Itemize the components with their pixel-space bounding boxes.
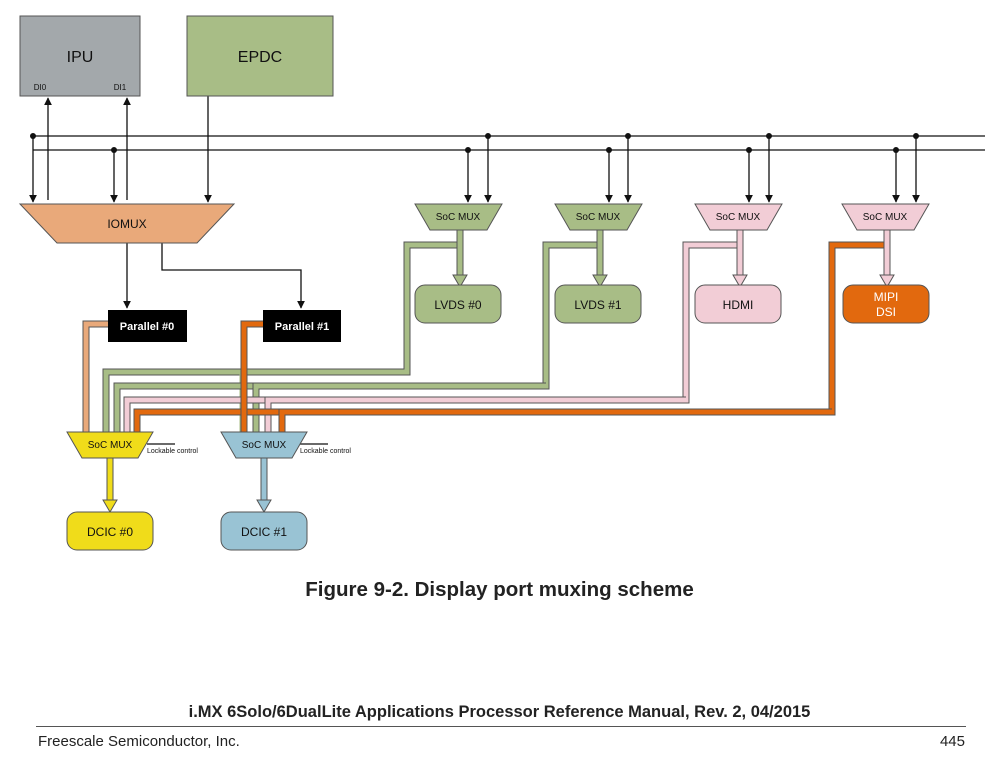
hdmi-label: HDMI xyxy=(723,298,754,312)
parallel0-block: Parallel #0 xyxy=(108,310,187,342)
soc-mux-lvds0-label: SoC MUX xyxy=(436,212,481,223)
colored-buses xyxy=(82,230,891,505)
lvds0-label: LVDS #0 xyxy=(434,298,481,312)
display-muxing-diagram: IPU DI0 DI1 EPDC IOMUX SoC MUX SoC MUX S… xyxy=(18,15,985,551)
soc-mux-dcic0-label: SoC MUX xyxy=(88,440,133,451)
hdmi-bus xyxy=(123,230,744,432)
company-name: Freescale Semiconductor, Inc. xyxy=(38,733,240,750)
hdmi-block: HDMI xyxy=(694,284,782,324)
iomux-label: IOMUX xyxy=(107,217,146,231)
iomux-block: IOMUX xyxy=(18,203,236,244)
lockable-control-0-label: Lockable control xyxy=(147,448,198,455)
page-number: 445 xyxy=(939,733,965,750)
dcic0-label: DCIC #0 xyxy=(87,525,133,539)
footer-divider xyxy=(36,726,966,727)
colored-arrowheads xyxy=(102,274,895,513)
dcic0-block: DCIC #0 xyxy=(66,511,154,551)
soc-mux-dcic1: SoC MUX xyxy=(220,431,308,459)
dcic1-block: DCIC #1 xyxy=(220,511,308,551)
dcic1-label: DCIC #1 xyxy=(241,525,287,539)
soc-mux-lvds0: SoC MUX xyxy=(414,203,503,231)
soc-mux-mipi-label: SoC MUX xyxy=(863,212,908,223)
parallel1-bus xyxy=(240,320,263,432)
parallel1-block: Parallel #1 xyxy=(263,310,341,342)
lvds0-block: LVDS #0 xyxy=(414,284,502,324)
epdc-block: EPDC xyxy=(186,15,334,97)
soc-mux-mipi: SoC MUX xyxy=(841,203,930,231)
soc-mux-dcic0: SoC MUX xyxy=(66,431,154,459)
soc-mux-lvds1: SoC MUX xyxy=(554,203,643,231)
mipi-dsi-block: MIPI DSI xyxy=(842,284,930,324)
mipi-dsi-label-line2: DSI xyxy=(876,305,896,319)
ipu-di0-label: DI0 xyxy=(34,83,47,92)
soc-mux-hdmi-label: SoC MUX xyxy=(716,212,761,223)
lvds1-block: LVDS #1 xyxy=(554,284,642,324)
lvds1-label: LVDS #1 xyxy=(574,298,621,312)
mipi-dsi-label-line1: MIPI xyxy=(874,290,899,304)
ipu-di1-label: DI1 xyxy=(114,83,127,92)
lockable-control-1-label: Lockable control xyxy=(300,448,351,455)
signal-lines xyxy=(29,96,985,445)
ipu-label: IPU xyxy=(67,49,94,66)
ipu-block: IPU DI0 DI1 xyxy=(19,15,141,97)
parallel0-bus xyxy=(82,320,108,432)
soc-mux-dcic1-label: SoC MUX xyxy=(242,440,287,451)
parallel1-label: Parallel #1 xyxy=(275,321,329,333)
soc-mux-hdmi: SoC MUX xyxy=(694,203,783,231)
junction-dots xyxy=(30,133,919,153)
manual-title: i.MX 6Solo/6DualLite Applications Proces… xyxy=(188,703,811,721)
epdc-label: EPDC xyxy=(238,49,282,66)
figure-caption: Figure 9-2. Display port muxing scheme xyxy=(305,578,694,601)
parallel0-label: Parallel #0 xyxy=(120,321,174,333)
soc-mux-lvds1-label: SoC MUX xyxy=(576,212,621,223)
